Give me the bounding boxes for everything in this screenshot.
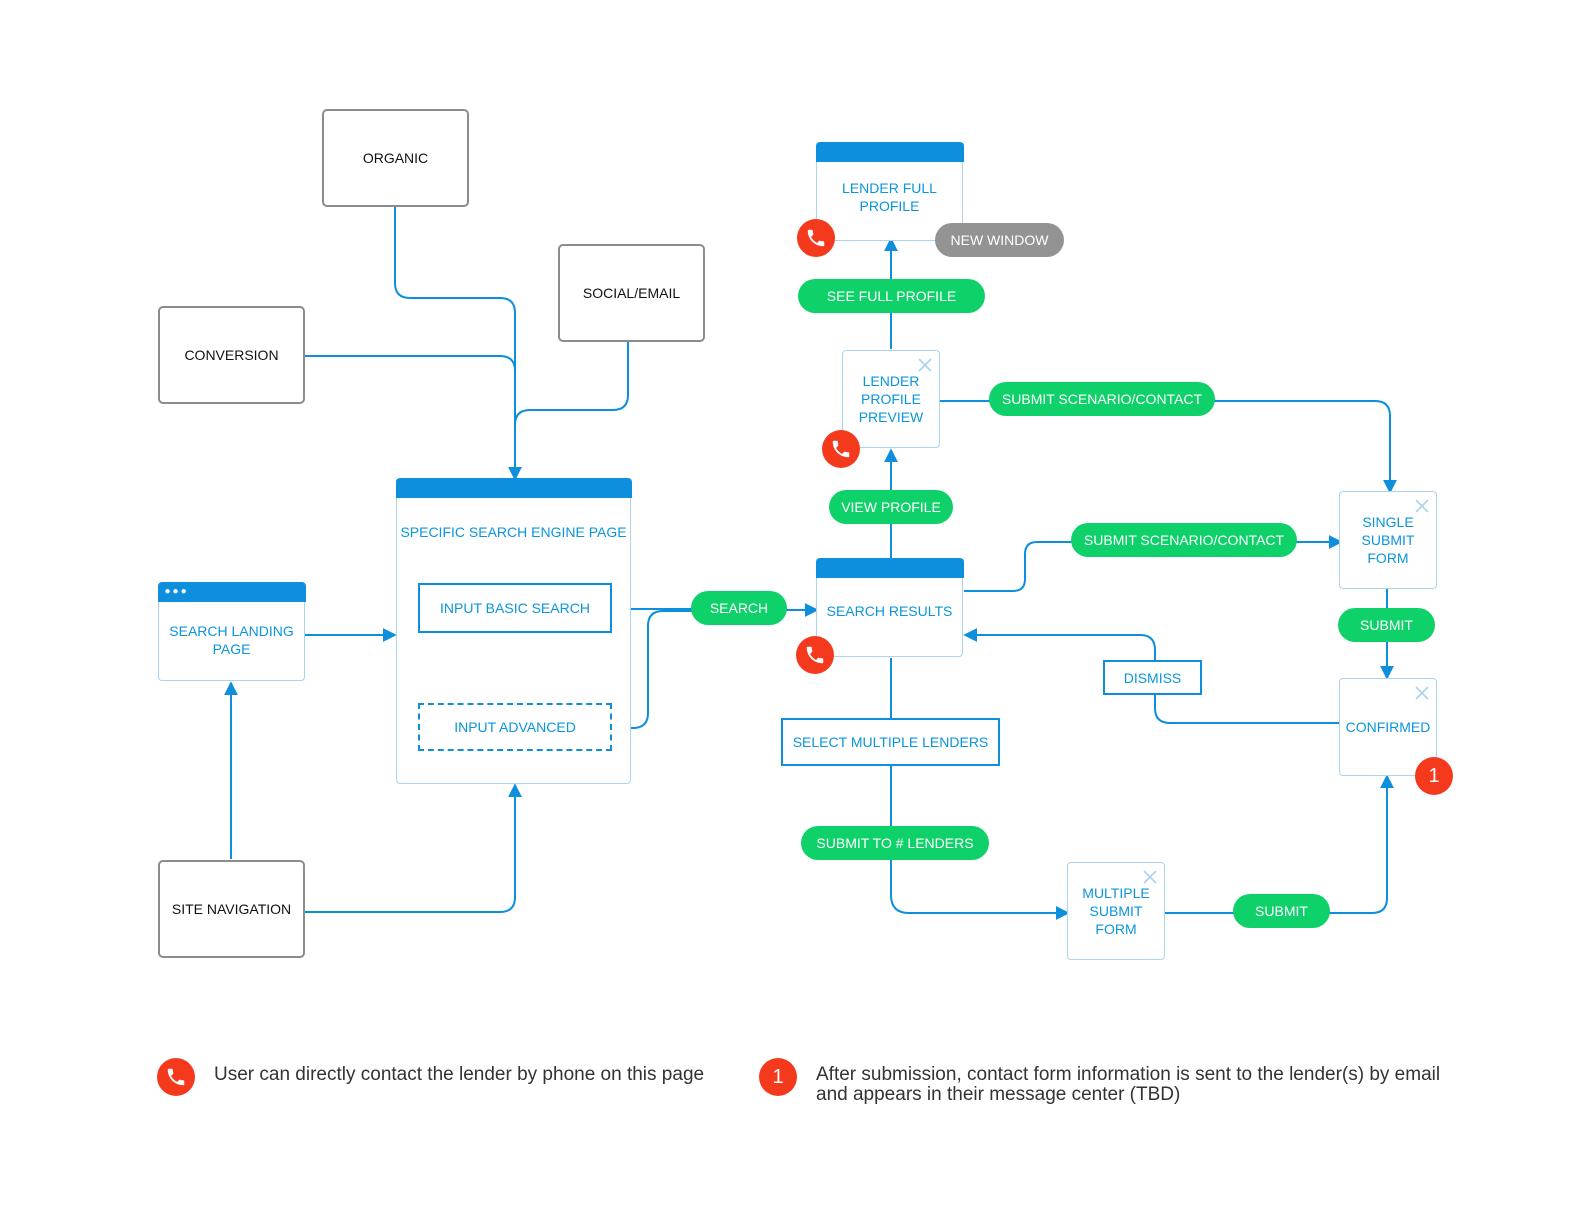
legend-phone-note: User can directly contact the lender by … <box>214 1064 705 1085</box>
legend-badge: 1 <box>759 1058 797 1096</box>
action-view-profile-label: VIEW PROFILE <box>841 499 941 515</box>
window-header <box>395 478 632 498</box>
action-see-full-profile-label: SEE FULL PROFILE <box>826 288 957 304</box>
action-see-full-profile: SEE FULL PROFILE <box>798 279 985 313</box>
page-single-submit-form: SINGLE SUBMIT FORM <box>1339 491 1437 589</box>
connector-multiple-confirmed <box>1165 774 1394 914</box>
select-multiple-lenders: SELECT MULTIPLE LENDERS <box>781 718 1000 766</box>
window-header: ●●● <box>157 582 306 602</box>
window-dots-icon: ●●● <box>164 586 189 597</box>
legend-badge-note-line1: After submission, contact form informati… <box>816 1064 1441 1085</box>
legend-phone-icon <box>157 1058 195 1096</box>
legend-badge-note: After submission, contact form informati… <box>816 1065 1440 1105</box>
action-submit-scenario-contact-top-label: SUBMIT SCENARIO/CONTACT <box>1001 391 1203 407</box>
source-organic: ORGANIC <box>322 109 469 207</box>
legend-badge-note-line2: and appears in their message center (TBD… <box>816 1084 1181 1105</box>
connector-social <box>514 342 629 426</box>
phone-icon <box>796 636 834 674</box>
window-header <box>815 142 964 162</box>
action-dismiss-label: DISMISS <box>1123 669 1182 686</box>
page-single-submit-form-line2: SUBMIT <box>1361 532 1415 548</box>
input-basic-search-label: INPUT BASIC SEARCH <box>440 600 590 616</box>
action-submit-multiple: SUBMIT <box>1233 894 1330 928</box>
page-confirmed-label: CONFIRMED <box>1345 719 1431 735</box>
page-lender-profile-preview-line2: PROFILE <box>861 391 921 407</box>
page-lender-profile-preview: LENDER PROFILE PREVIEW <box>842 350 940 448</box>
select-multiple-lenders-label: SELECT MULTIPLE LENDERS <box>792 734 989 750</box>
source-social-email: SOCIAL/EMAIL <box>558 244 705 342</box>
connector-sitenav-engine <box>305 783 522 913</box>
action-submit-multiple-label: SUBMIT <box>1255 903 1308 919</box>
phone-icon <box>822 430 860 468</box>
connector-advanced-search <box>612 610 692 729</box>
action-dismiss: DISMISS <box>1103 660 1202 695</box>
connector-organic <box>394 207 522 481</box>
page-lender-full-profile: LENDER FULL PROFILE <box>815 142 964 241</box>
source-site-navigation-label: SITE NAVIGATION <box>171 901 292 917</box>
phone-icon <box>797 219 835 257</box>
connector-conversion <box>305 355 516 372</box>
action-submit-to-lenders-label: SUBMIT TO # LENDERS <box>816 835 974 851</box>
action-submit-scenario-contact-mid-label: SUBMIT SCENARIO/CONTACT <box>1083 532 1285 548</box>
page-confirmed: CONFIRMED <box>1339 678 1437 776</box>
action-new-window: NEW WINDOW <box>935 223 1064 257</box>
source-conversion-label: CONVERSION <box>184 347 279 363</box>
close-icon <box>1143 870 1157 884</box>
close-icon <box>1415 499 1429 513</box>
action-view-profile: VIEW PROFILE <box>829 490 953 524</box>
page-search-landing-line2: PAGE <box>212 640 251 657</box>
source-organic-label: ORGANIC <box>362 150 429 166</box>
close-icon <box>918 358 932 372</box>
page-multiple-submit-form-line2: SUBMIT <box>1089 903 1143 919</box>
page-search-landing-line1: SEARCH LANDING <box>169 622 294 639</box>
connector-results-single <box>964 535 1343 592</box>
page-specific-search-engine-title: SPECIFIC SEARCH ENGINE PAGE <box>400 524 627 540</box>
source-conversion: CONVERSION <box>158 306 305 404</box>
action-new-window-label: NEW WINDOW <box>950 232 1049 248</box>
action-submit-single-label: SUBMIT <box>1360 617 1413 633</box>
page-lender-full-profile-line2: PROFILE <box>859 197 920 214</box>
source-social-email-label: SOCIAL/EMAIL <box>582 285 681 301</box>
action-search-label: SEARCH <box>709 600 769 616</box>
page-search-results-label: SEARCH RESULTS <box>826 602 953 619</box>
window-header <box>815 558 964 578</box>
action-search: SEARCH <box>691 591 787 625</box>
input-advanced-label: INPUT ADVANCED <box>454 719 576 735</box>
page-search-landing: ●●● SEARCH LANDING PAGE <box>157 582 306 681</box>
action-submit-to-lenders: SUBMIT TO # LENDERS <box>801 826 989 860</box>
action-submit-scenario-contact-mid: SUBMIT SCENARIO/CONTACT <box>1071 523 1297 557</box>
connector-results-down <box>890 658 1070 920</box>
page-lender-full-profile-line1: LENDER FULL <box>842 179 937 196</box>
page-multiple-submit-form-line1: MULTIPLE <box>1082 885 1150 901</box>
legend-badge-number: 1 <box>772 1065 784 1088</box>
input-basic-search: INPUT BASIC SEARCH <box>418 583 612 633</box>
page-lender-profile-preview-line3: PREVIEW <box>858 409 924 425</box>
page-multiple-submit-form: MULTIPLE SUBMIT FORM <box>1067 862 1165 960</box>
connector-preview-single <box>940 400 1397 494</box>
page-single-submit-form-line3: FORM <box>1367 550 1409 566</box>
page-multiple-submit-form-line3: FORM <box>1095 921 1137 937</box>
action-submit-scenario-contact-top: SUBMIT SCENARIO/CONTACT <box>989 382 1215 416</box>
confirmed-note-badge-number: 1 <box>1428 764 1440 787</box>
page-single-submit-form-line1: SINGLE <box>1362 514 1414 530</box>
page-search-results: SEARCH RESULTS <box>815 558 964 657</box>
confirmed-note-badge: 1 <box>1415 757 1453 795</box>
close-icon <box>1415 686 1429 700</box>
input-advanced: INPUT ADVANCED <box>418 703 612 751</box>
action-submit-single: SUBMIT <box>1338 608 1435 642</box>
source-site-navigation: SITE NAVIGATION <box>158 860 305 958</box>
page-lender-profile-preview-line1: LENDER <box>862 373 920 389</box>
